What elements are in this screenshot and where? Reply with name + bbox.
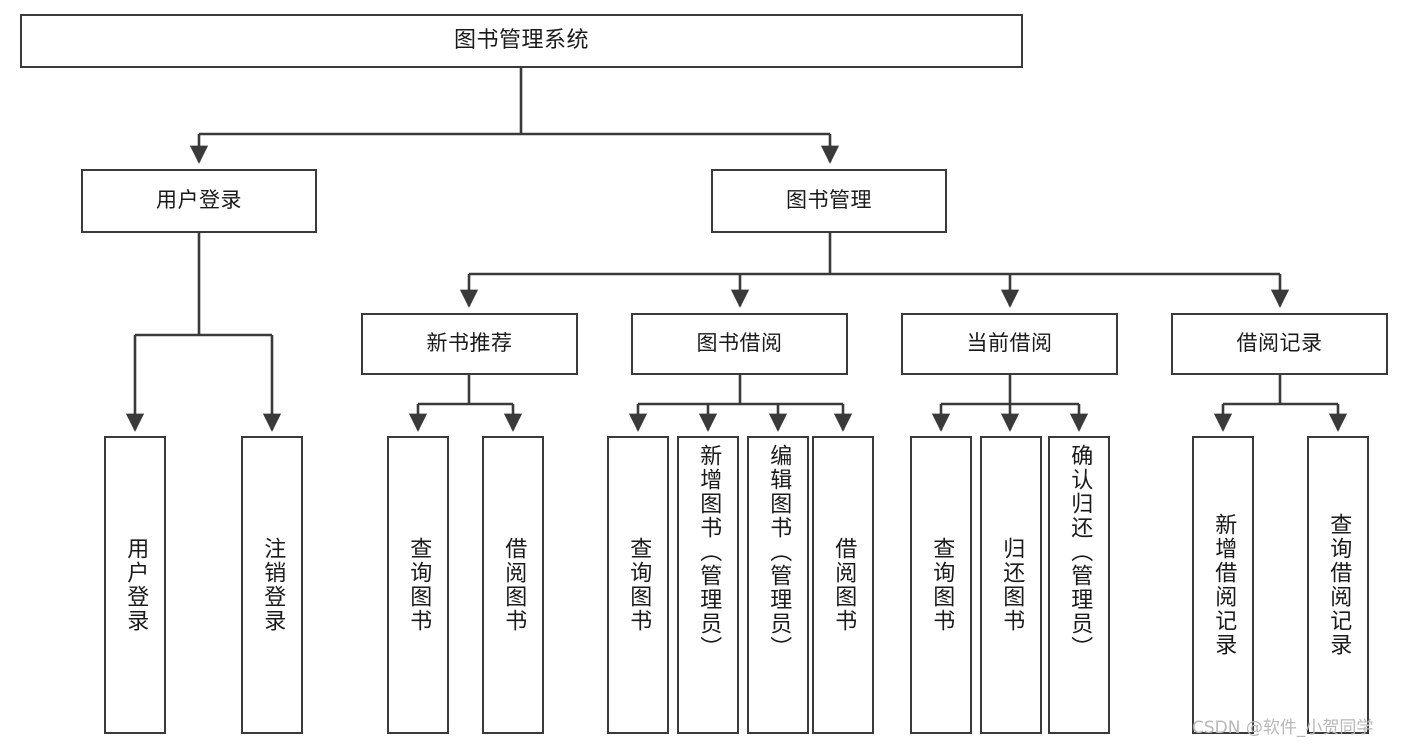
leaf-edit-book-label: 编辑图书（管理员）: [766, 444, 792, 660]
leaf-user-login-label: 用户登录: [123, 537, 149, 633]
node-current-borrow-label: 当前借阅: [966, 331, 1053, 356]
watermark: CSDN @软件_小贺同学: [1192, 718, 1374, 738]
leaf-add-book[interactable]: 新增图书（管理员）: [677, 436, 739, 734]
node-new-book-rec[interactable]: 新书推荐: [361, 313, 578, 375]
node-borrow-record[interactable]: 借阅记录: [1171, 313, 1388, 375]
leaf-borrow-book-2-label: 借阅图书: [831, 537, 857, 633]
leaf-query-book-1[interactable]: 查询图书: [387, 436, 449, 734]
leaf-query-record[interactable]: 查询借阅记录: [1307, 436, 1369, 734]
node-book-manage-label: 图书管理: [786, 188, 872, 213]
leaf-borrow-book-2[interactable]: 借阅图书: [812, 436, 874, 734]
leaf-add-record[interactable]: 新增借阅记录: [1192, 436, 1254, 734]
leaf-query-book-1-label: 查询图书: [406, 537, 432, 633]
node-book-borrow[interactable]: 图书借阅: [631, 313, 848, 375]
leaf-query-book-3[interactable]: 查询图书: [910, 436, 972, 734]
leaf-confirm-return[interactable]: 确认归还（管理员）: [1048, 436, 1110, 734]
leaf-confirm-return-label: 确认归还（管理员）: [1067, 444, 1093, 660]
leaf-query-book-2-label: 查询图书: [626, 537, 652, 633]
leaf-query-book-3-label: 查询图书: [929, 537, 955, 633]
node-user-login-label: 用户登录: [156, 188, 242, 213]
leaf-return-book[interactable]: 归还图书: [980, 436, 1042, 734]
node-new-book-rec-label: 新书推荐: [426, 331, 513, 356]
node-book-borrow-label: 图书借阅: [696, 331, 783, 356]
leaf-edit-book[interactable]: 编辑图书（管理员）: [747, 436, 809, 734]
leaf-return-book-label: 归还图书: [999, 537, 1025, 633]
leaf-borrow-book-1[interactable]: 借阅图书: [482, 436, 544, 734]
node-root[interactable]: 图书管理系统: [20, 14, 1023, 68]
leaf-query-book-2[interactable]: 查询图书: [607, 436, 669, 734]
leaf-user-logout[interactable]: 注销登录: [241, 436, 303, 734]
leaf-add-book-label: 新增图书（管理员）: [696, 444, 722, 660]
node-root-label: 图书管理系统: [453, 27, 589, 53]
leaf-query-record-label: 查询借阅记录: [1326, 513, 1352, 657]
node-user-login[interactable]: 用户登录: [81, 169, 317, 233]
leaf-borrow-book-1-label: 借阅图书: [501, 537, 527, 633]
node-borrow-record-label: 借阅记录: [1236, 331, 1323, 356]
leaf-user-login[interactable]: 用户登录: [104, 436, 166, 734]
node-current-borrow[interactable]: 当前借阅: [901, 313, 1118, 375]
node-book-manage[interactable]: 图书管理: [711, 169, 947, 233]
leaf-add-record-label: 新增借阅记录: [1211, 513, 1237, 657]
leaf-user-logout-label: 注销登录: [260, 537, 286, 633]
